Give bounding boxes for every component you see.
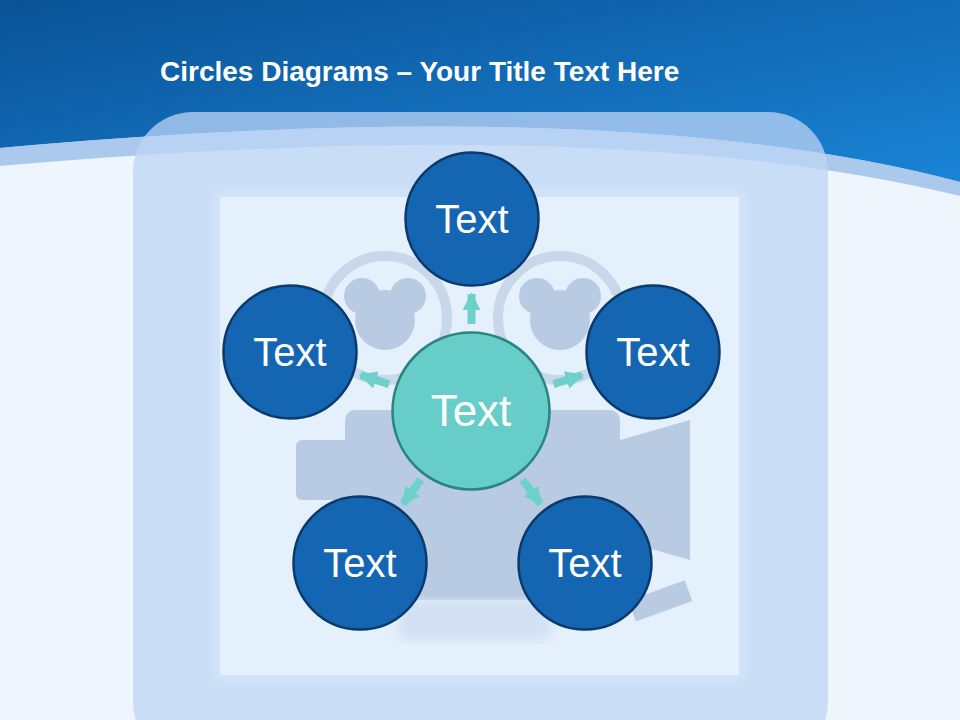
circle-fill <box>224 286 357 419</box>
reel-hub <box>390 278 426 314</box>
projector-shadow <box>400 600 550 640</box>
circle-fill <box>294 497 427 630</box>
circle-fill <box>587 286 720 419</box>
reel-hub <box>344 278 380 314</box>
circle-fill <box>406 153 539 286</box>
projector-knob <box>296 440 356 500</box>
circle-label: Text <box>616 330 689 374</box>
circle-fill <box>393 333 550 490</box>
spoke-circle: Text <box>292 495 428 631</box>
block-arrow <box>523 480 541 504</box>
circle-label: Text <box>253 330 326 374</box>
circle-label: Text <box>323 541 396 585</box>
block-arrow <box>361 375 390 384</box>
reel-hub <box>565 278 601 314</box>
circle-fill <box>519 497 652 630</box>
reel-hub <box>519 278 555 314</box>
panel <box>133 112 828 720</box>
circle-label: Text <box>435 197 508 241</box>
circle-label: Text <box>431 387 512 435</box>
spoke-circle: Text <box>517 495 653 631</box>
block-arrow <box>467 294 475 324</box>
slide-title: Circles Diagrams – Your Title Text Here <box>160 56 679 88</box>
circle-label: Text <box>548 541 621 585</box>
spoke-circle: Text <box>585 284 721 420</box>
spoke-circle: Text <box>222 284 358 420</box>
spoke-circle: Text <box>404 151 540 287</box>
hub-circle: Text <box>391 331 551 491</box>
block-arrow <box>403 480 421 504</box>
block-arrow <box>553 375 582 384</box>
